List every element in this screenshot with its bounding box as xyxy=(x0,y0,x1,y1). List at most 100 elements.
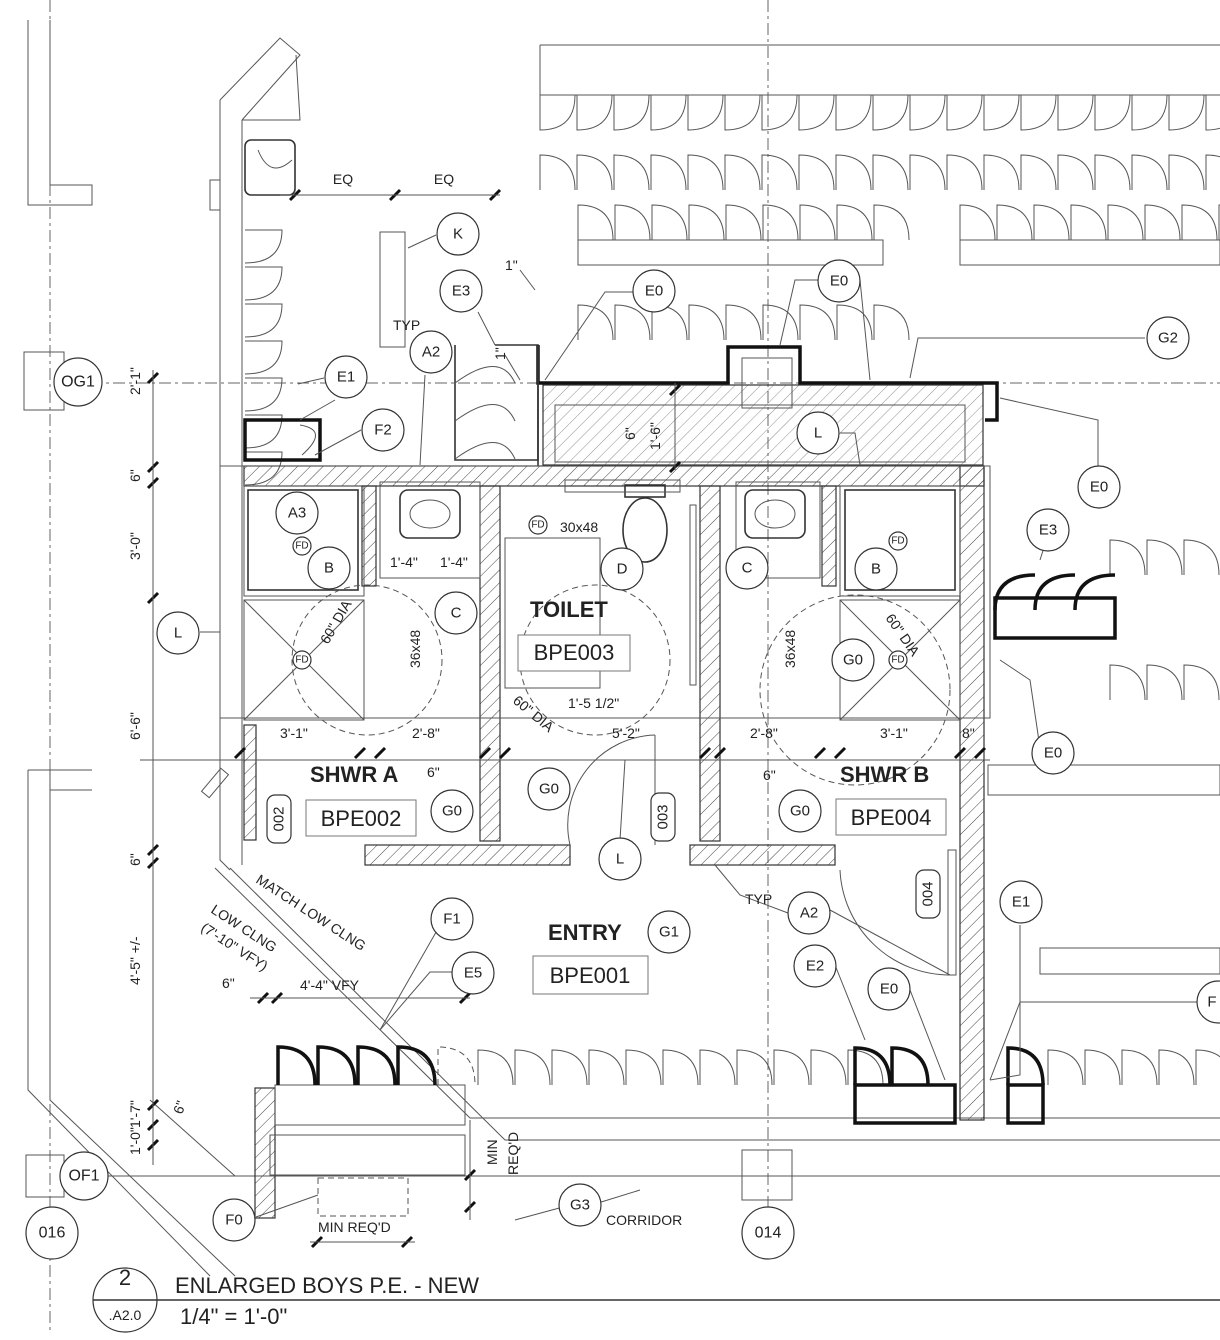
locker-door xyxy=(1131,94,1168,131)
svg-text:B: B xyxy=(871,561,881,578)
svg-text:36x48: 36x48 xyxy=(407,630,423,668)
keynote-f-bubble: F xyxy=(1196,980,1220,1024)
keynote-e3-bubble: E3 xyxy=(439,269,483,313)
svg-text:G1: G1 xyxy=(659,924,679,941)
locker-door xyxy=(1158,1049,1195,1086)
svg-text:36x48: 36x48 xyxy=(782,630,798,668)
locker-door xyxy=(1121,1049,1158,1086)
locker-door xyxy=(1205,154,1220,190)
locker-door xyxy=(983,154,1020,191)
svg-text:1": 1" xyxy=(492,347,508,360)
keynote-b-bubble: B xyxy=(854,547,898,591)
locker-door xyxy=(688,204,725,241)
locker-door xyxy=(1020,94,1057,131)
locker-door xyxy=(1183,539,1220,576)
svg-text:4'-4" VFY: 4'-4" VFY xyxy=(300,977,360,993)
locker-door xyxy=(614,204,651,241)
keynote-e0-bubble: E0 xyxy=(1077,465,1121,509)
svg-text:A2: A2 xyxy=(422,344,440,361)
svg-text:L: L xyxy=(814,425,822,442)
svg-text:2'-1": 2'-1" xyxy=(127,367,143,395)
locker-door xyxy=(996,204,1033,241)
svg-text:1'-5 1/2": 1'-5 1/2" xyxy=(568,695,619,711)
keynote-a2-bubble: A2 xyxy=(409,330,453,374)
svg-text:014: 014 xyxy=(755,1225,782,1242)
locker-door xyxy=(1181,204,1218,241)
room-number-shwr-a: BPE002 xyxy=(321,806,402,831)
locker-door xyxy=(872,94,909,131)
locker-door xyxy=(983,94,1020,131)
svg-text:2'-8": 2'-8" xyxy=(412,725,440,741)
locker-door xyxy=(1070,204,1107,241)
locker-door xyxy=(613,94,650,131)
locker-door xyxy=(1218,204,1220,240)
dimension-ticks xyxy=(140,188,990,1249)
locker-door xyxy=(650,154,687,191)
locker-door xyxy=(761,154,798,191)
svg-text:3'-0": 3'-0" xyxy=(127,532,143,560)
svg-text:1'-4": 1'-4" xyxy=(390,554,418,570)
locker-door xyxy=(725,304,762,341)
locker-door xyxy=(613,154,650,191)
svg-text:E5: E5 xyxy=(464,965,482,982)
keynote-c-bubble: C xyxy=(434,591,478,635)
locker-door xyxy=(736,1049,773,1086)
locker-door xyxy=(773,1049,810,1086)
svg-text:FD: FD xyxy=(531,520,544,531)
svg-text:F2: F2 xyxy=(374,422,392,439)
keynote-e3-bubble: E3 xyxy=(1026,508,1070,552)
svg-text:6": 6" xyxy=(427,764,440,780)
svg-text:3'-1": 3'-1" xyxy=(880,725,908,741)
drawing-number: 2 xyxy=(119,1265,131,1290)
keynote-l-bubble: L xyxy=(796,411,840,455)
svg-text:1'-6": 1'-6" xyxy=(647,422,663,450)
locker-door xyxy=(650,94,687,131)
locker-door xyxy=(1020,154,1057,191)
grid-bubble-og1: OG1 xyxy=(53,357,103,407)
grid-bubble-of1: OF1 xyxy=(59,1151,109,1201)
svg-text:E0: E0 xyxy=(1090,479,1108,496)
keynote-f2-bubble: F2 xyxy=(361,408,405,452)
keynote-g0-bubble: G0 xyxy=(778,789,822,833)
locker-door xyxy=(1033,204,1070,241)
room-labels: TOILET BPE003 SHWR A BPE002 SHWR B BPE00… xyxy=(266,597,947,995)
locker-door xyxy=(762,304,799,341)
svg-text:A2: A2 xyxy=(800,905,818,922)
locker-door xyxy=(588,1049,625,1086)
locker-door xyxy=(835,94,872,131)
svg-text:FD: FD xyxy=(891,655,904,666)
svg-text:G0: G0 xyxy=(539,781,559,798)
svg-text:E0: E0 xyxy=(830,273,848,290)
svg-text:FD: FD xyxy=(891,536,904,547)
svg-text:30x48: 30x48 xyxy=(560,519,598,535)
keynote-e5-bubble: E5 xyxy=(451,951,495,995)
locker-door xyxy=(1131,154,1168,191)
locker-door xyxy=(873,304,910,341)
locker-door xyxy=(699,1049,736,1086)
locker-door xyxy=(835,154,872,191)
locker-door xyxy=(724,154,761,191)
keynote-k-bubble: K xyxy=(436,212,480,256)
svg-text:L: L xyxy=(174,625,182,642)
svg-text:6": 6" xyxy=(222,975,235,991)
locker-door xyxy=(836,304,873,341)
keynote-g0-bubble: G0 xyxy=(831,638,875,682)
locker-door xyxy=(873,204,910,241)
locker-door xyxy=(1057,154,1094,191)
bottom-lockers xyxy=(23,351,1117,1219)
room-name-toilet: TOILET xyxy=(530,597,608,622)
locker-door xyxy=(724,94,761,131)
locker-door xyxy=(1168,154,1205,191)
grid-lines xyxy=(49,0,1220,1330)
svg-text:OF1: OF1 xyxy=(68,1168,99,1185)
locker-door xyxy=(244,377,283,412)
locker-door xyxy=(687,154,724,191)
locker-door xyxy=(1183,664,1220,701)
locker-door xyxy=(244,303,283,338)
keynote-e0-bubble: E0 xyxy=(817,259,861,303)
locker-door xyxy=(810,1049,847,1086)
svg-text:F1: F1 xyxy=(443,911,461,928)
locker-door xyxy=(614,304,651,341)
locker-door xyxy=(1084,1049,1121,1086)
locker-door xyxy=(1205,95,1220,131)
